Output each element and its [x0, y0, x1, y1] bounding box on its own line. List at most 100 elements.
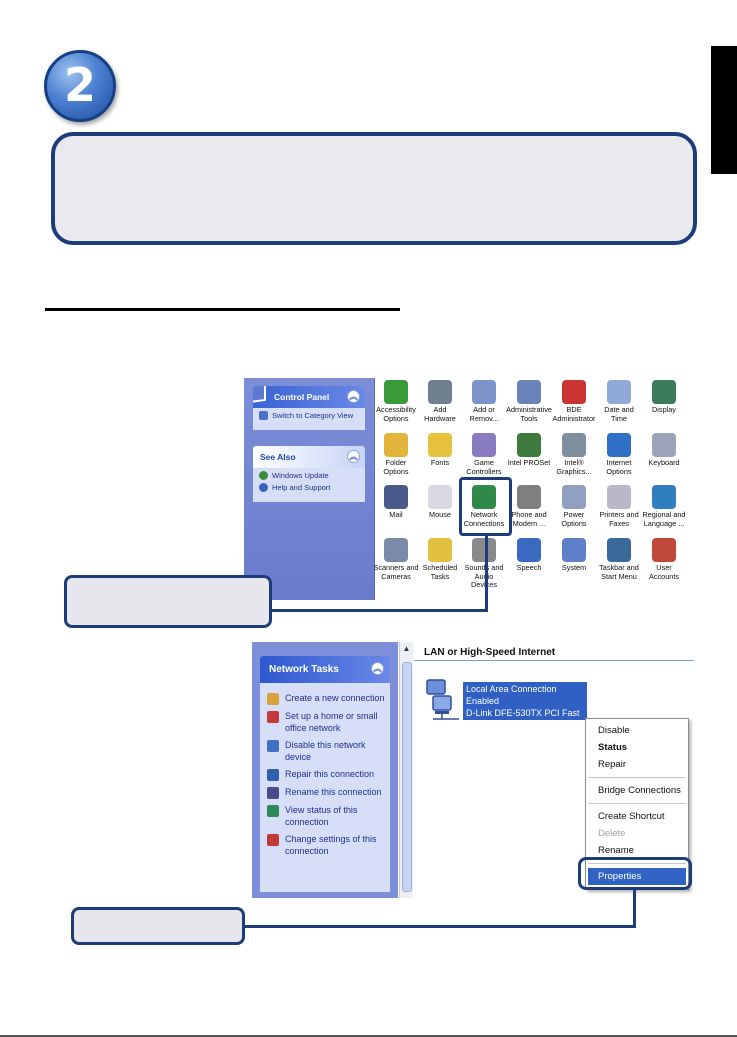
control-panel-item[interactable]: Regional and Language ...	[641, 485, 687, 528]
help-icon	[259, 483, 268, 492]
control-panel-item-label: Printers and Faxes	[599, 510, 639, 528]
control-panel-item[interactable]: Display	[641, 380, 687, 415]
control-panel-item-icon	[562, 433, 586, 457]
control-panel-item-label: Keyboard	[648, 458, 680, 467]
control-panel-item[interactable]: Administrative Tools	[506, 380, 552, 423]
control-panel-item[interactable]: Speech	[506, 538, 552, 573]
control-panel-item-label: System	[561, 563, 587, 572]
control-panel-item[interactable]: Intel PROSet	[506, 433, 552, 468]
control-panel-item[interactable]: Power Options	[551, 485, 597, 528]
menu-item-properties[interactable]: Properties	[588, 868, 686, 885]
step-number-badge: 2	[44, 50, 116, 122]
control-panel-item-icon	[428, 380, 452, 404]
control-panel-item-label: Scanners and Cameras	[373, 563, 419, 581]
language-tab	[711, 46, 737, 174]
control-panel-item-icon	[562, 485, 586, 509]
control-panel-item-icon	[384, 538, 408, 562]
control-panel-item[interactable]: Scanners and Cameras	[373, 538, 419, 581]
control-panel-item[interactable]: Folder Options	[373, 433, 419, 476]
control-panel-item-label: Taskbar and Start Menu	[599, 563, 639, 581]
see-also-pane: See Also ︽ Windows Update Help and Suppo…	[253, 446, 365, 502]
control-panel-item[interactable]: System	[551, 538, 597, 573]
network-task-icon	[267, 834, 279, 846]
windows-update-link[interactable]: Windows Update	[253, 468, 365, 483]
menu-item-delete[interactable]: Delete	[598, 828, 626, 839]
control-panel-item[interactable]: Network Connections	[461, 485, 507, 528]
network-task-link[interactable]: Change settings of this connection	[260, 830, 390, 859]
network-task-link[interactable]: View status of this connection	[260, 801, 390, 830]
control-panel-item-icon	[472, 433, 496, 457]
control-panel-item-label: Display	[652, 405, 676, 414]
menu-item-status[interactable]: Status	[598, 742, 628, 753]
connection-device: D-Link DFE-530TX PCI Fast Et...	[466, 708, 580, 730]
network-task-link[interactable]: Repair this connection	[260, 765, 390, 783]
menu-item-create-shortcut[interactable]: Create Shortcut	[598, 811, 665, 822]
control-panel-item-label: Add or Remov...	[469, 405, 499, 423]
menu-separator	[588, 777, 686, 778]
collapse-chevron-icon[interactable]: ︽	[347, 390, 360, 403]
control-panel-item[interactable]: Accessibility Options	[373, 380, 419, 423]
control-panel-item-label: Accessibility Options	[376, 405, 416, 423]
network-task-label: Change settings of this connection	[285, 834, 377, 856]
connection-name: Local Area Connection	[466, 684, 557, 694]
collapse-chevron-icon[interactable]: ︽	[371, 662, 384, 675]
control-panel-item-label: Game Controllers	[466, 458, 502, 476]
control-panel-item-icon	[517, 538, 541, 562]
network-connection-icon	[426, 679, 459, 720]
control-panel-item[interactable]: User Accounts	[641, 538, 687, 581]
control-panel-item[interactable]: Scheduled Tasks	[417, 538, 463, 581]
control-panel-item-icon	[562, 380, 586, 404]
control-panel-item[interactable]: Intel® Graphics...	[551, 433, 597, 476]
network-task-link[interactable]: Disable this network device	[260, 736, 390, 765]
control-panel-item[interactable]: Add or Remov...	[461, 380, 507, 423]
network-task-link[interactable]: Set up a home or small office network	[260, 707, 390, 736]
network-task-label: Rename this connection	[285, 787, 382, 797]
control-panel-item-icon	[652, 538, 676, 562]
menu-item-repair[interactable]: Repair	[598, 759, 626, 770]
control-panel-item[interactable]: Sounds and Audio Devices	[461, 538, 507, 590]
control-panel-item-label: BDE Administrator	[552, 405, 596, 423]
control-panel-item[interactable]: Taskbar and Start Menu	[596, 538, 642, 581]
control-panel-item-icon	[607, 380, 631, 404]
control-panel-item[interactable]: Mail	[373, 485, 419, 520]
control-panel-item-label: Date and Time	[604, 405, 634, 423]
scroll-up-icon[interactable]: ▲	[402, 644, 411, 653]
menu-item-disable[interactable]: Disable	[598, 725, 630, 736]
control-panel-item[interactable]: Game Controllers	[461, 433, 507, 476]
network-tasks-header[interactable]: Network Tasks ︽	[260, 656, 390, 683]
control-panel-item[interactable]: Keyboard	[641, 433, 687, 468]
control-panel-item-icon	[517, 433, 541, 457]
control-panel-item-icon	[607, 485, 631, 509]
control-panel-item[interactable]: Fonts	[417, 433, 463, 468]
scrollbar-thumb[interactable]	[402, 662, 412, 892]
control-panel-item-label: Phone and Modem ...	[511, 510, 547, 528]
network-task-label: Disable this network device	[285, 740, 366, 762]
control-panel-item-label: Power Options	[561, 510, 587, 528]
see-also-header[interactable]: See Also ︽	[253, 446, 365, 468]
switch-to-category-view-link[interactable]: Switch to Category View	[253, 408, 365, 423]
control-panel-item[interactable]: BDE Administrator	[551, 380, 597, 423]
section-underline	[45, 308, 400, 311]
network-task-link[interactable]: Create a new connection	[260, 689, 390, 707]
control-panel-pane-header[interactable]: Control Panel ︽	[253, 386, 365, 408]
control-panel-item[interactable]: Phone and Modem ...	[506, 485, 552, 528]
group-divider	[414, 660, 694, 661]
help-and-support-link[interactable]: Help and Support	[253, 483, 365, 495]
control-panel-item[interactable]: Printers and Faxes	[596, 485, 642, 528]
menu-item-bridge-connections[interactable]: Bridge Connections	[598, 785, 681, 796]
network-task-label: Create a new connection	[285, 693, 385, 703]
menu-item-rename[interactable]: Rename	[598, 845, 634, 856]
control-panel-sidebar: Control Panel ︽ Switch to Category View …	[244, 378, 375, 600]
network-task-icon	[267, 769, 279, 781]
control-panel-item[interactable]: Internet Options	[596, 433, 642, 476]
category-view-icon	[259, 411, 268, 420]
control-panel-item[interactable]: Mouse	[417, 485, 463, 520]
control-panel-item[interactable]: Date and Time	[596, 380, 642, 423]
control-panel-item-label: Folder Options	[383, 458, 409, 476]
control-panel-item[interactable]: Add Hardware	[417, 380, 463, 423]
network-task-link[interactable]: Rename this connection	[260, 783, 390, 801]
collapse-chevron-icon[interactable]: ︽	[347, 450, 360, 463]
local-area-connection-item[interactable]: Local Area Connection Enabled D-Link DFE…	[463, 682, 587, 730]
vertical-scrollbar[interactable]: ▲	[399, 642, 413, 898]
